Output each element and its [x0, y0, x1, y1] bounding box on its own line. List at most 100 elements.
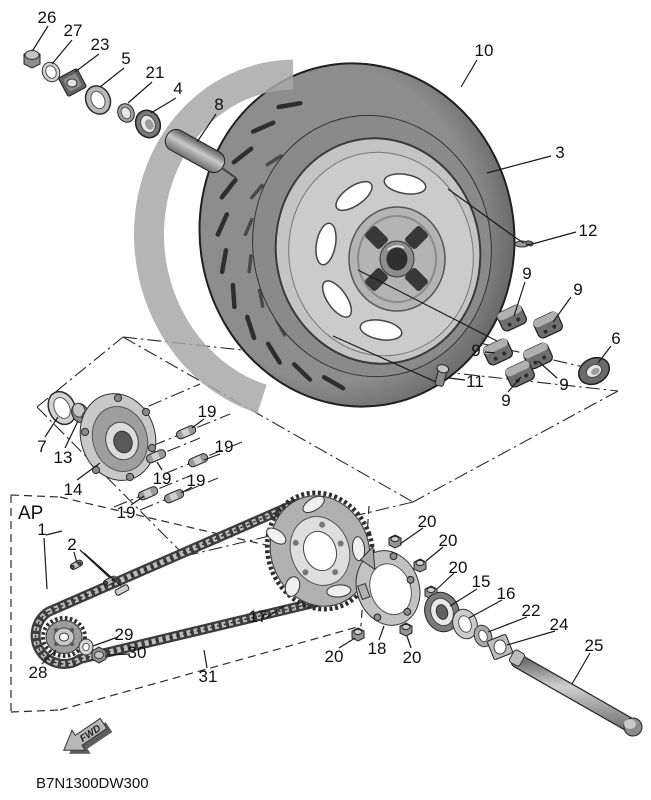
callout-23-2: 23	[91, 35, 110, 54]
leader-line-20	[425, 546, 444, 562]
tread-groove	[291, 362, 313, 382]
callout-10-7: 10	[475, 41, 494, 60]
callout-5-3: 5	[121, 49, 130, 68]
leader-line-1	[43, 537, 48, 590]
sprocket-hub	[79, 393, 157, 482]
callout-19-20: 19	[198, 402, 217, 421]
dashdot-outline	[457, 337, 589, 369]
leader-line-9	[537, 360, 558, 379]
axle-sleeve	[164, 128, 237, 179]
callout-17-27: 17	[249, 607, 268, 626]
dashdot-outline	[412, 390, 619, 503]
tire-sidewall-grooves	[243, 154, 315, 357]
callout-13-18: 13	[54, 448, 73, 467]
fwd-arrow: FWD	[63, 717, 113, 754]
leader-line-14	[76, 462, 101, 481]
leader-line-16	[468, 599, 503, 619]
leader-line-2	[73, 551, 78, 564]
callout-28-39: 28	[29, 663, 48, 682]
leader-line-19	[203, 453, 221, 461]
lock-washer	[41, 61, 61, 83]
callout-14-19: 14	[64, 480, 83, 499]
leader-line-30	[106, 653, 131, 656]
tread-groove	[276, 100, 303, 110]
sprocket-nut	[91, 646, 107, 664]
callout-19-24: 19	[117, 503, 136, 522]
tread-groove	[265, 341, 282, 365]
callout-16-35: 16	[497, 584, 516, 603]
leader-line-4	[150, 97, 177, 114]
tread-groove	[219, 247, 229, 275]
leader-line-27	[51, 39, 73, 65]
leader-line-20	[436, 572, 455, 590]
callout-22-36: 22	[522, 601, 541, 620]
callout-19-22: 19	[153, 469, 172, 488]
callout-24-37: 24	[550, 615, 569, 634]
tread-groove	[231, 146, 254, 165]
leader-line-15	[449, 588, 478, 607]
leader-line-19	[156, 461, 163, 471]
sidewall-groove	[249, 183, 264, 200]
tire-tread-grooves	[215, 100, 346, 391]
dashed-outline	[10, 494, 61, 498]
dashed-outline	[360, 505, 370, 627]
sidewall-groove	[247, 253, 253, 274]
diagram-code: B7N1300DW300	[36, 775, 149, 792]
chain-joint-links	[69, 559, 130, 596]
chain-puller-plate	[487, 634, 513, 660]
leader-line-10	[460, 59, 478, 88]
leader-line-21	[127, 81, 153, 104]
sidewall-groove	[257, 288, 265, 308]
callout-21-4: 21	[146, 63, 165, 82]
callout-12-9: 12	[579, 221, 598, 240]
leader-line-9	[507, 376, 522, 393]
leader-extra	[45, 530, 63, 536]
callout-19-21: 19	[215, 437, 234, 456]
callout-20-30: 20	[439, 531, 458, 550]
tread-groove	[230, 282, 237, 310]
leader-line-18	[378, 625, 385, 641]
callout-27-1: 27	[64, 21, 83, 40]
callout-9-13: 9	[559, 375, 568, 394]
callout-20-31: 20	[449, 558, 468, 577]
leader-line-28	[41, 649, 57, 665]
callout-9-14: 9	[501, 391, 510, 410]
leader-line-9	[484, 351, 496, 354]
leader-line-24	[506, 630, 556, 646]
leader-line-8	[196, 113, 217, 143]
drive-sprocket	[41, 616, 87, 658]
leader-line-17	[265, 605, 285, 619]
callout-9-12: 9	[471, 341, 480, 360]
callout-9-11: 9	[573, 280, 582, 299]
callout-20-32: 20	[325, 647, 344, 666]
region-label-ap: AP	[18, 503, 43, 524]
callout-9-10: 9	[522, 264, 531, 283]
leader-extra	[447, 188, 517, 239]
sidewall-groove	[243, 217, 254, 237]
callout-11-16: 11	[466, 372, 484, 391]
damper-block	[483, 338, 513, 366]
leader-line-22	[487, 616, 528, 633]
dashed-outline	[59, 496, 301, 554]
leader-line-20	[406, 635, 412, 649]
leader-line-26	[32, 25, 49, 51]
leader-lines	[32, 25, 612, 685]
callout-30-41: 30	[128, 643, 147, 662]
callout-4-5: 4	[173, 79, 182, 98]
wheel-bearing-right	[424, 591, 460, 633]
callout-25-38: 25	[585, 636, 604, 655]
leader-line-20	[338, 637, 356, 649]
callout-20-33: 20	[403, 648, 422, 667]
leader-line-11	[448, 377, 466, 381]
sprocket-flange	[355, 545, 421, 626]
leader-line-23	[74, 53, 100, 73]
collar-21	[117, 103, 135, 123]
callout-3-8: 3	[555, 143, 564, 162]
leader-line-19	[191, 418, 205, 429]
damper-block	[497, 304, 527, 332]
leader-line-3	[486, 155, 552, 174]
rim-bolt	[434, 364, 450, 387]
